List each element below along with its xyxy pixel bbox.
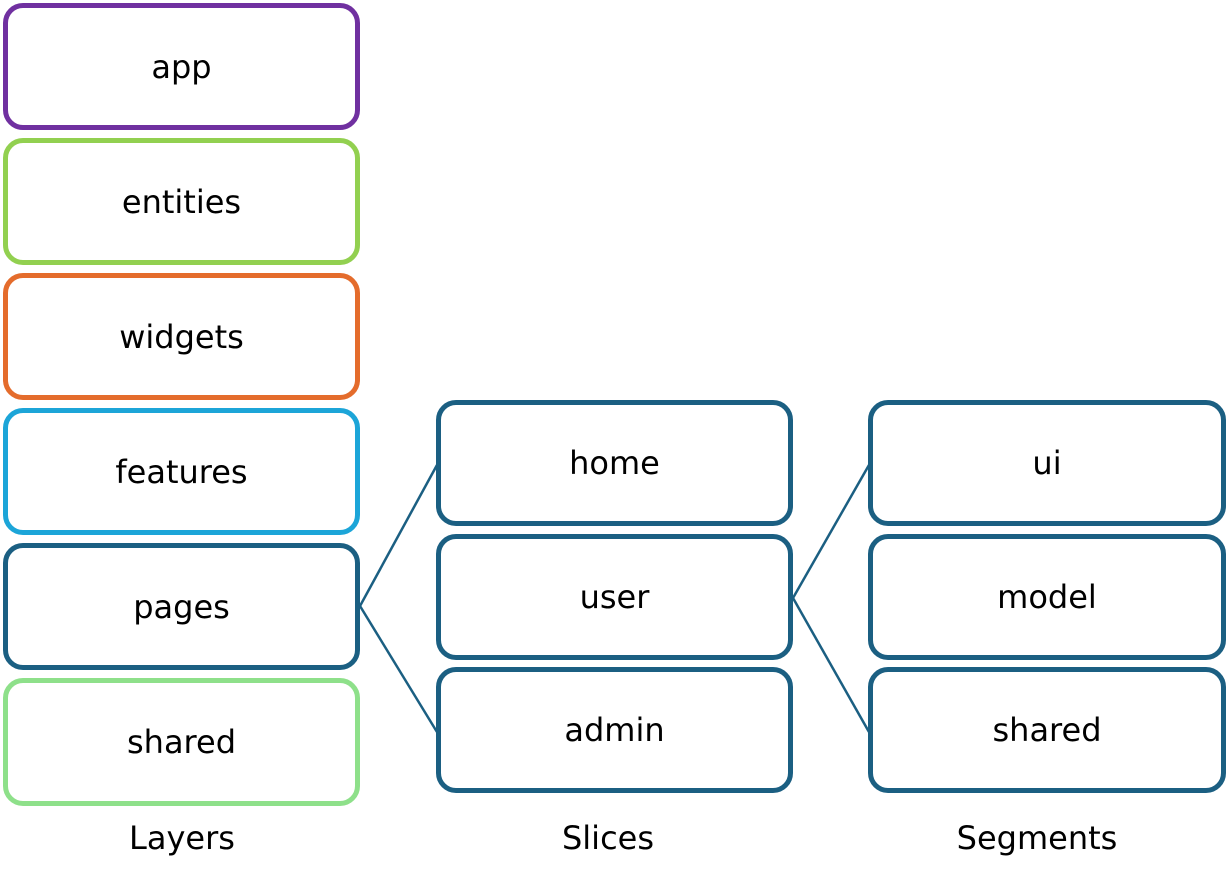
slices-caption: Slices (561, 819, 655, 857)
segment-model: model (868, 534, 1226, 660)
connector-pages-home (358, 464, 439, 607)
connector-user-shared (791, 597, 871, 733)
layer-app: app (3, 3, 360, 130)
layer-label: features (115, 452, 248, 491)
slice-admin: admin (436, 667, 793, 793)
layer-label: pages (133, 587, 230, 626)
segment-label: model (997, 578, 1097, 616)
segment-ui: ui (868, 400, 1226, 526)
segment-label: shared (992, 711, 1102, 749)
layer-label: app (151, 47, 212, 86)
segments-caption: Segments (956, 819, 1118, 857)
segment-label: ui (1032, 444, 1062, 482)
layer-label: widgets (119, 317, 244, 356)
layers-caption: Layers (129, 819, 235, 857)
layer-label: shared (126, 723, 236, 761)
layer-features: features (3, 408, 360, 535)
slice-user: user (436, 534, 793, 660)
slice-home: home (436, 400, 793, 526)
layer-entities: entities (3, 138, 360, 265)
slice-label: home (569, 444, 660, 482)
layer-label: entities (121, 182, 242, 221)
slice-label: admin (564, 711, 665, 749)
connector-pages-admin (358, 605, 439, 733)
connector-user-ui (791, 464, 871, 599)
layer-widgets: widgets (3, 273, 360, 400)
segment-shared: shared (868, 667, 1226, 793)
layer-pages: pages (3, 543, 360, 670)
layer-shared: shared (3, 678, 360, 806)
slice-label: user (579, 578, 650, 616)
